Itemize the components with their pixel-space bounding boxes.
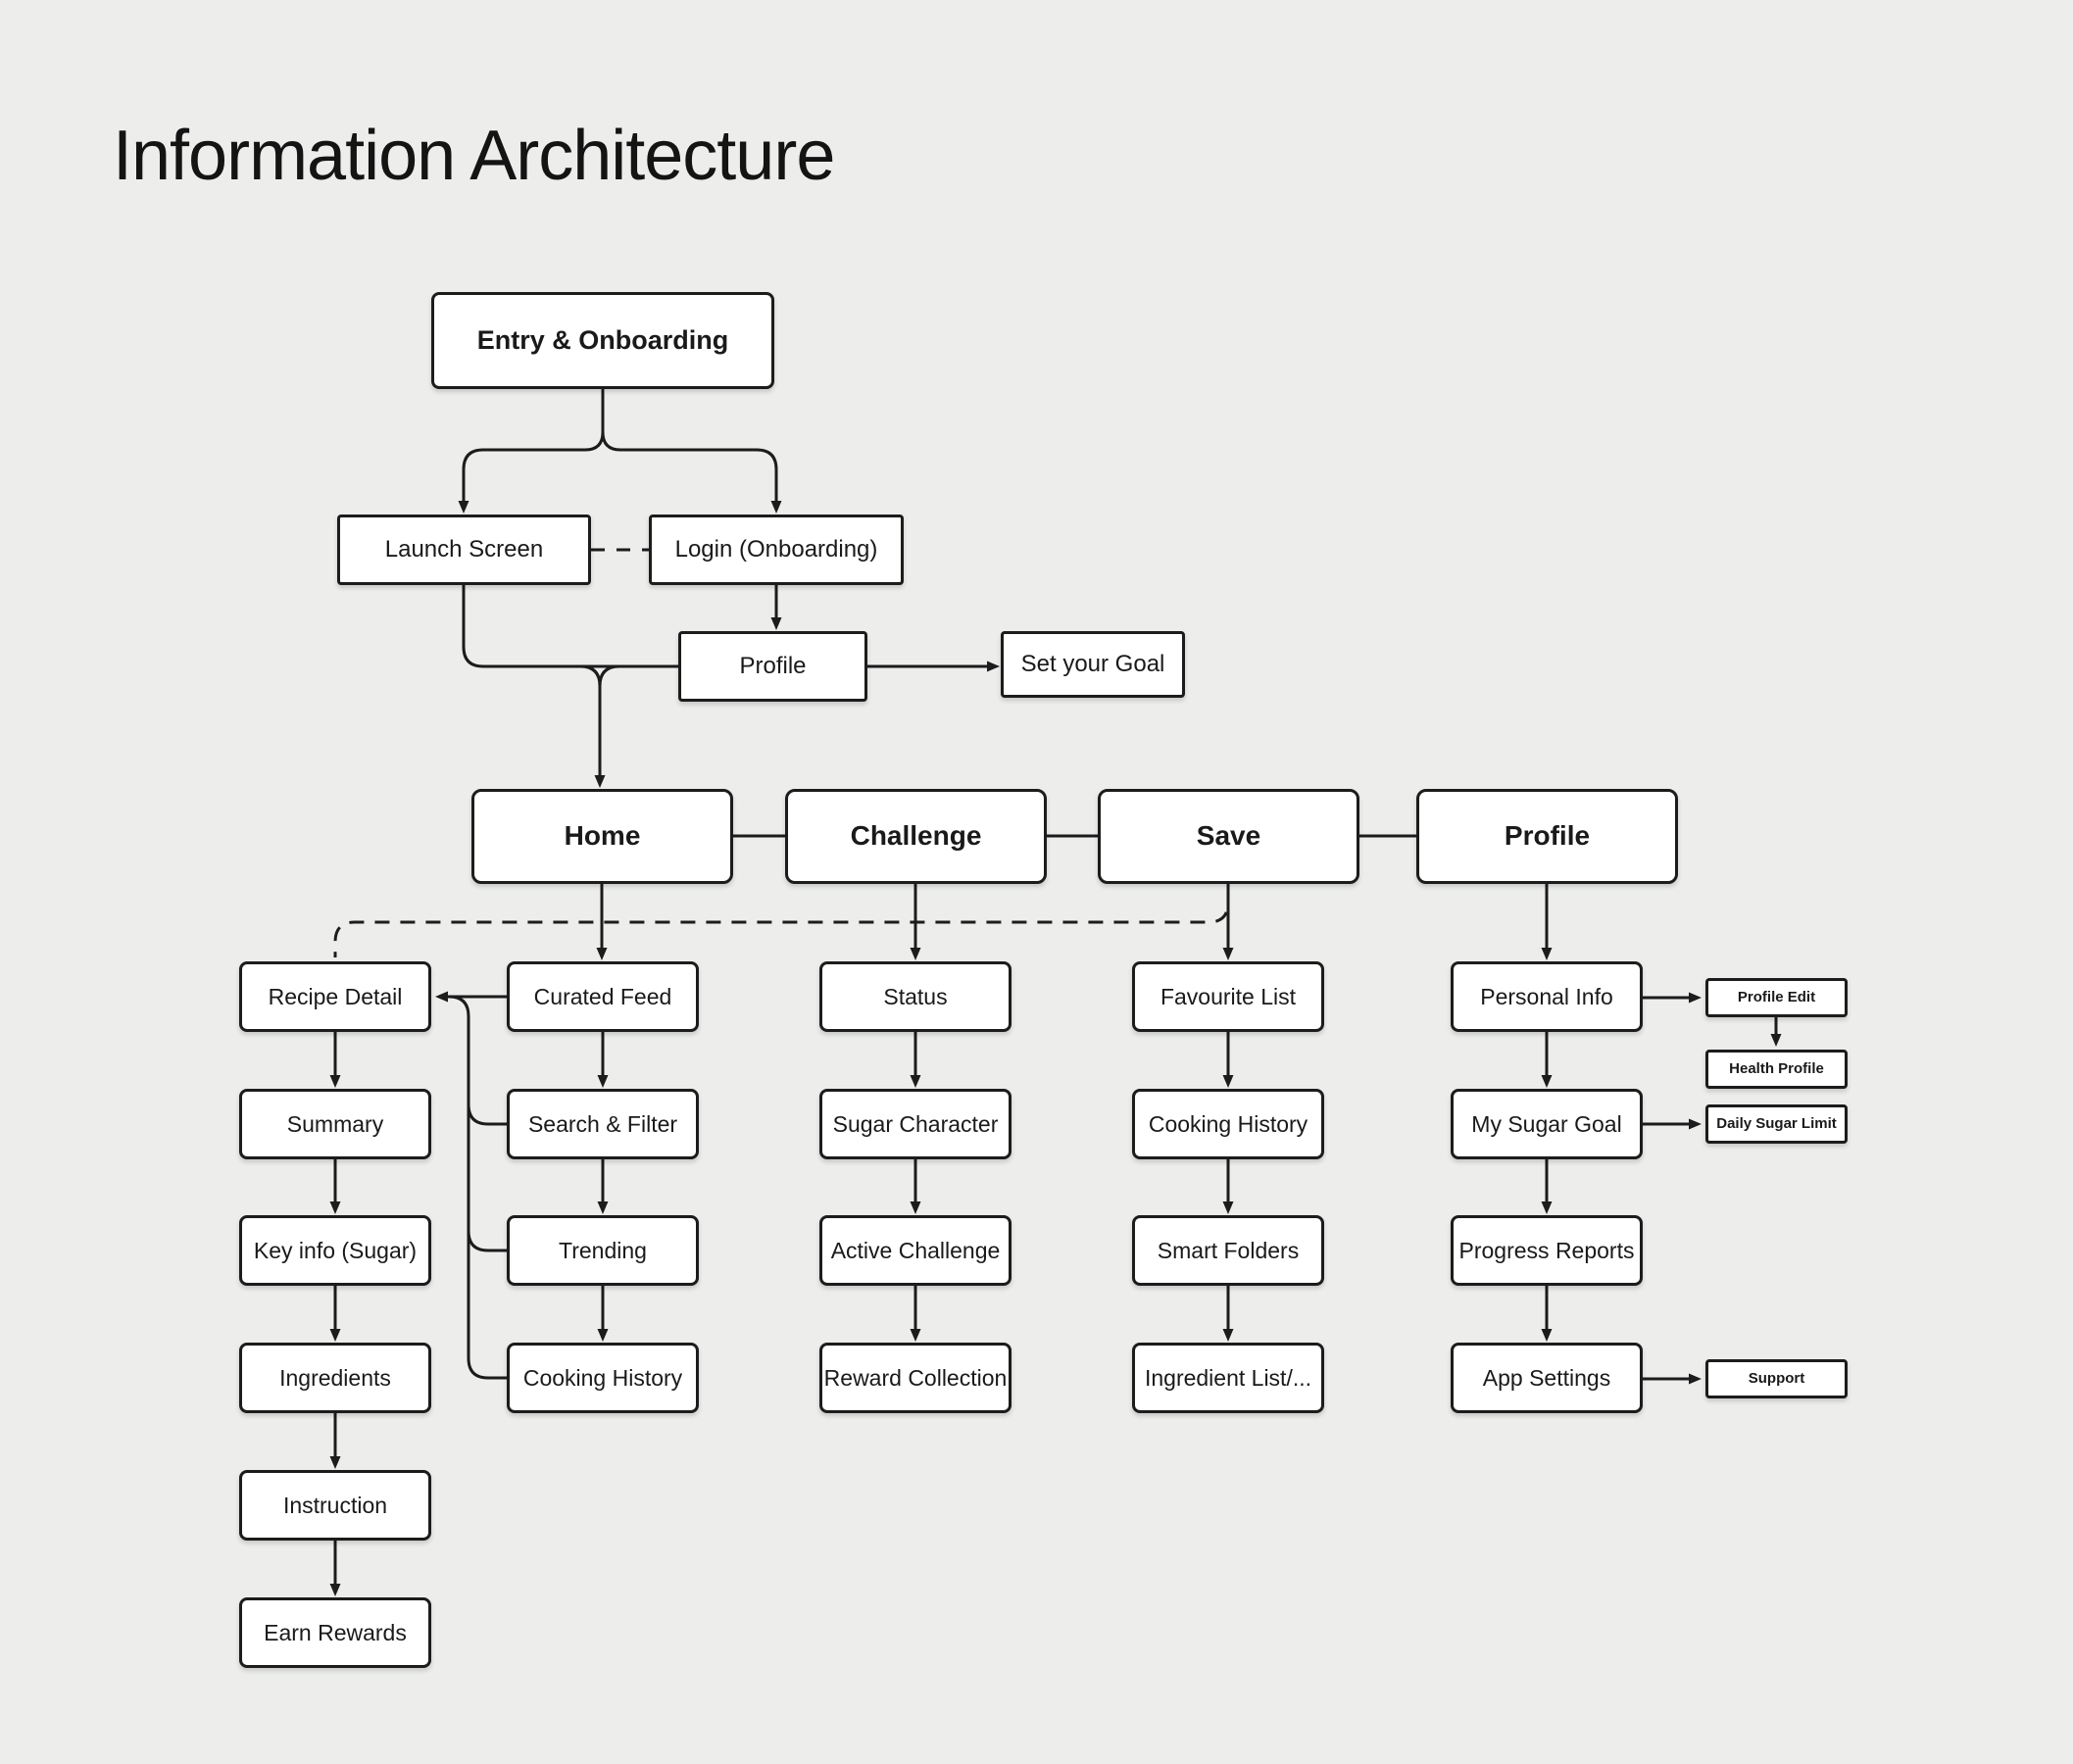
page-title: Information Architecture [113, 117, 835, 196]
node-search-filter: Search & Filter [507, 1089, 699, 1159]
edge-spine [448, 995, 507, 1380]
edge-entry-to-login [601, 431, 782, 514]
nav-challenge: Challenge [785, 789, 1047, 884]
node-earn-rewards: Earn Rewards [239, 1597, 431, 1668]
node-support: Support [1705, 1359, 1848, 1398]
edge-launch-to-profile-line [462, 585, 678, 668]
node-health-profile: Health Profile [1705, 1050, 1848, 1089]
nav-home: Home [471, 789, 733, 884]
node-cooking-history-home: Cooking History [507, 1343, 699, 1413]
node-app-settings: App Settings [1451, 1343, 1643, 1413]
edge-save-recipe-dashed [333, 887, 1230, 957]
edge-entry-to-launch [458, 431, 605, 514]
node-reward-collection: Reward Collection [819, 1343, 1012, 1413]
node-my-sugar-goal: My Sugar Goal [1451, 1089, 1643, 1159]
node-ingredients: Ingredients [239, 1343, 431, 1413]
edge-funnel-to-home [579, 664, 606, 788]
node-summary: Summary [239, 1089, 431, 1159]
node-active-challenge: Active Challenge [819, 1215, 1012, 1286]
node-smart-folders: Smart Folders [1132, 1215, 1324, 1286]
node-curated-feed: Curated Feed [507, 961, 699, 1032]
node-ingredient-list: Ingredient List/... [1132, 1343, 1324, 1413]
node-sugar-character: Sugar Character [819, 1089, 1012, 1159]
edge-funnel-right-curve [598, 664, 620, 687]
node-launch-screen: Launch Screen [337, 514, 591, 585]
nav-profile: Profile [1416, 789, 1678, 884]
node-trending: Trending [507, 1215, 699, 1286]
nav-save: Save [1098, 789, 1359, 884]
node-recipe-detail: Recipe Detail [239, 961, 431, 1032]
node-favourite-list: Favourite List [1132, 961, 1324, 1032]
node-cooking-history-save: Cooking History [1132, 1089, 1324, 1159]
node-daily-sugar-limit: Daily Sugar Limit [1705, 1104, 1848, 1144]
node-login-onboarding: Login (Onboarding) [649, 514, 904, 585]
node-status: Status [819, 961, 1012, 1032]
node-profile-edit: Profile Edit [1705, 978, 1848, 1017]
node-key-info-sugar: Key info (Sugar) [239, 1215, 431, 1286]
node-personal-info: Personal Info [1451, 961, 1643, 1032]
node-instruction: Instruction [239, 1470, 431, 1541]
edge-spine-branch-trending [467, 1230, 507, 1252]
node-set-your-goal: Set your Goal [1001, 631, 1185, 698]
node-profile-onboarding: Profile [678, 631, 867, 702]
edge-spine-branch-search [467, 1103, 507, 1126]
node-entry-onboarding: Entry & Onboarding [431, 292, 774, 389]
node-progress-reports: Progress Reports [1451, 1215, 1643, 1286]
